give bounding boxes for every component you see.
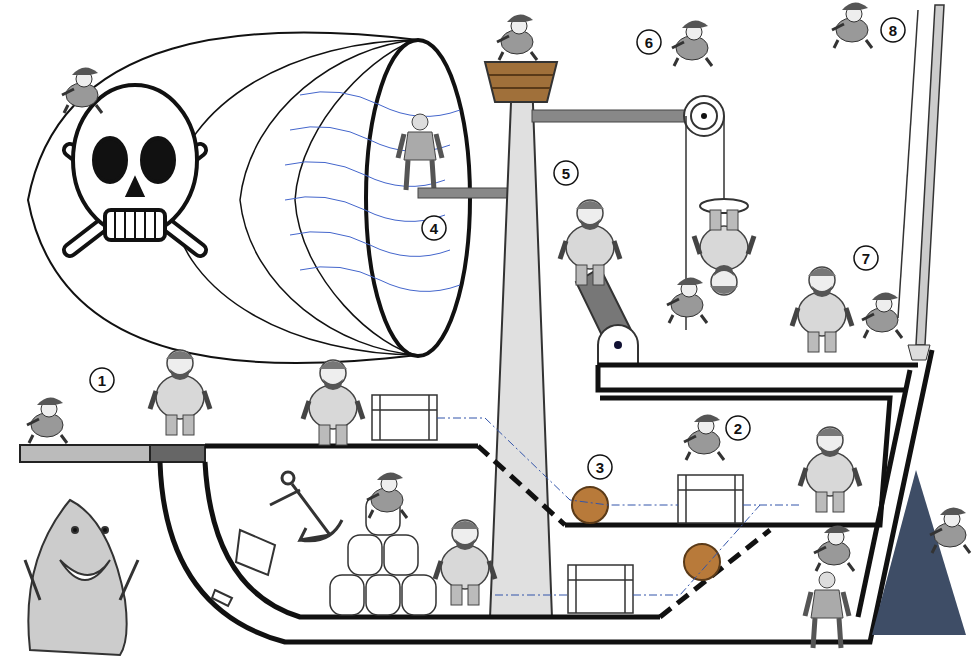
- callout-circle: 6: [636, 29, 662, 55]
- callout-circle: 4: [421, 215, 447, 241]
- callout-circle: 3: [587, 454, 613, 480]
- callout-number: 3: [587, 454, 613, 480]
- callout-number: 5: [553, 160, 579, 186]
- callout-number: 7: [853, 245, 879, 271]
- callout-circle: 2: [725, 415, 751, 441]
- callout-circle: 1: [89, 367, 115, 393]
- callout-number: 8: [880, 17, 906, 43]
- callout-circle: 5: [553, 160, 579, 186]
- callout-number: 4: [421, 215, 447, 241]
- callout-number: 1: [89, 367, 115, 393]
- callout-circle: 7: [853, 245, 879, 271]
- callout-number: 2: [725, 415, 751, 441]
- callout-circle: 8: [880, 17, 906, 43]
- callout-number: 6: [636, 29, 662, 55]
